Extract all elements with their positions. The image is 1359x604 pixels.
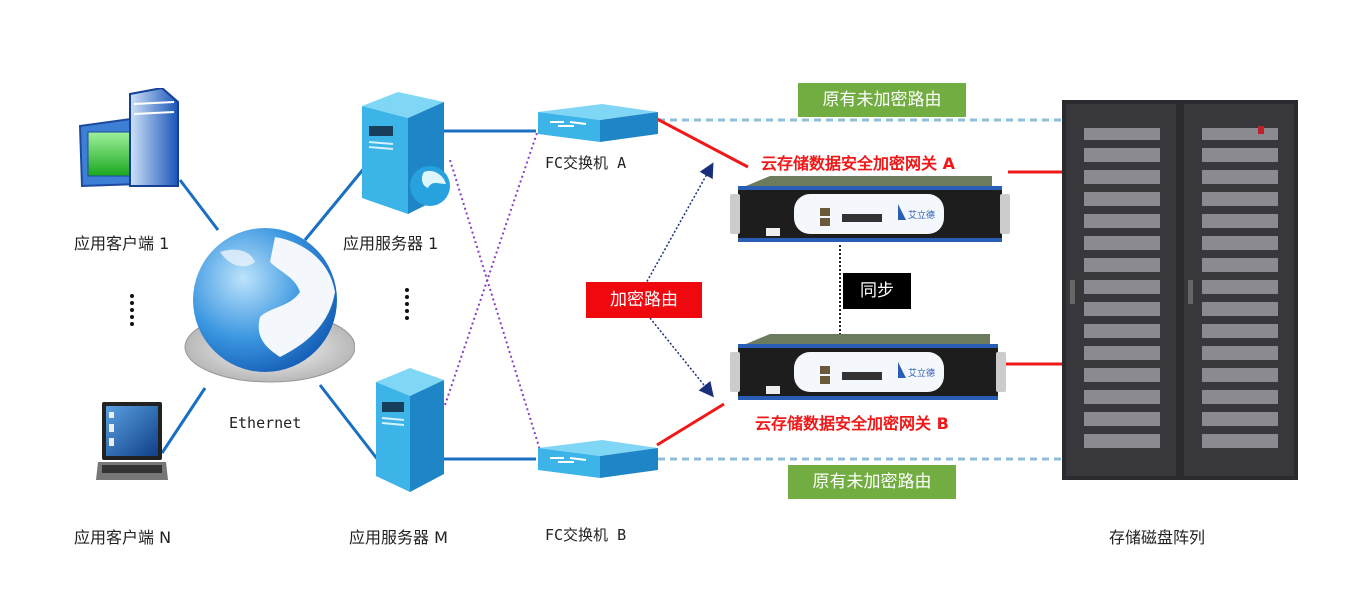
fc-switch-a-node[interactable] [534, 102, 660, 146]
encrypted-arrow-up [644, 162, 714, 286]
server-m-node[interactable] [374, 366, 450, 496]
ethernet-label: Ethernet [229, 414, 302, 432]
client-n-node[interactable] [96, 400, 168, 488]
brand-logo-text: 艾立德 [908, 209, 935, 221]
link-clientn-ethernet [160, 387, 207, 454]
link-client1-ethernet [178, 179, 220, 231]
laptop-icon [96, 402, 168, 480]
gateway-b-label: 云存储数据安全加密网关 B [755, 414, 949, 433]
fc-switch-icon [538, 440, 658, 478]
storage-rack-icon [1062, 100, 1298, 480]
server-1-label: 应用服务器 1 [343, 234, 439, 253]
ethernet-globe-node[interactable] [180, 222, 356, 390]
unencrypted-route-tag-top: 原有未加密路由 [798, 83, 966, 117]
encryption-gateway-appliance-icon: 艾立德 [730, 334, 1006, 400]
cross-server1-switchb [449, 159, 541, 451]
clients-ellipsis [130, 294, 134, 329]
sync-tag: 同步 [843, 273, 911, 309]
desktop-computer-icon [78, 86, 179, 188]
encryption-gateway-appliance-icon: 艾立德 [730, 176, 1010, 242]
client-1-node[interactable] [78, 86, 188, 188]
gateway-a-label: 云存储数据安全加密网关 A [761, 154, 955, 173]
server-with-globe-icon [362, 92, 450, 214]
link-ethernet-serverm [318, 384, 380, 461]
client-1-label: 应用客户端 1 [74, 234, 170, 253]
server-m-label: 应用服务器 M [349, 528, 448, 547]
gateway-a-node[interactable]: 艾立德 [730, 172, 1010, 244]
server-icon [376, 368, 444, 492]
fc-switch-b-label: FC交换机 B [545, 526, 627, 544]
server-1-node[interactable] [358, 88, 458, 218]
globe-icon [184, 228, 356, 383]
encrypted-route-switcha-gatewaya [656, 117, 749, 169]
unencrypted-route-tag-bottom: 原有未加密路由 [788, 465, 956, 499]
encrypted-route-tag: 加密路由 [586, 282, 702, 318]
fc-switch-icon [538, 104, 658, 142]
client-n-label: 应用客户端 N [74, 528, 172, 547]
fc-switch-a-label: FC交换机 A [545, 154, 627, 172]
storage-array-node[interactable] [1062, 100, 1298, 480]
encrypted-route-switchb-gatewayb [656, 402, 725, 447]
storage-array-label: 存储磁盘阵列 [1109, 528, 1206, 547]
fc-switch-b-node[interactable] [534, 438, 660, 482]
brand-logo-text: 艾立德 [908, 367, 935, 379]
gateway-b-node[interactable]: 艾立德 [730, 330, 1006, 402]
encrypted-arrow-down [649, 317, 714, 398]
cross-serverm-switcha [444, 132, 538, 406]
servers-ellipsis [405, 288, 409, 323]
